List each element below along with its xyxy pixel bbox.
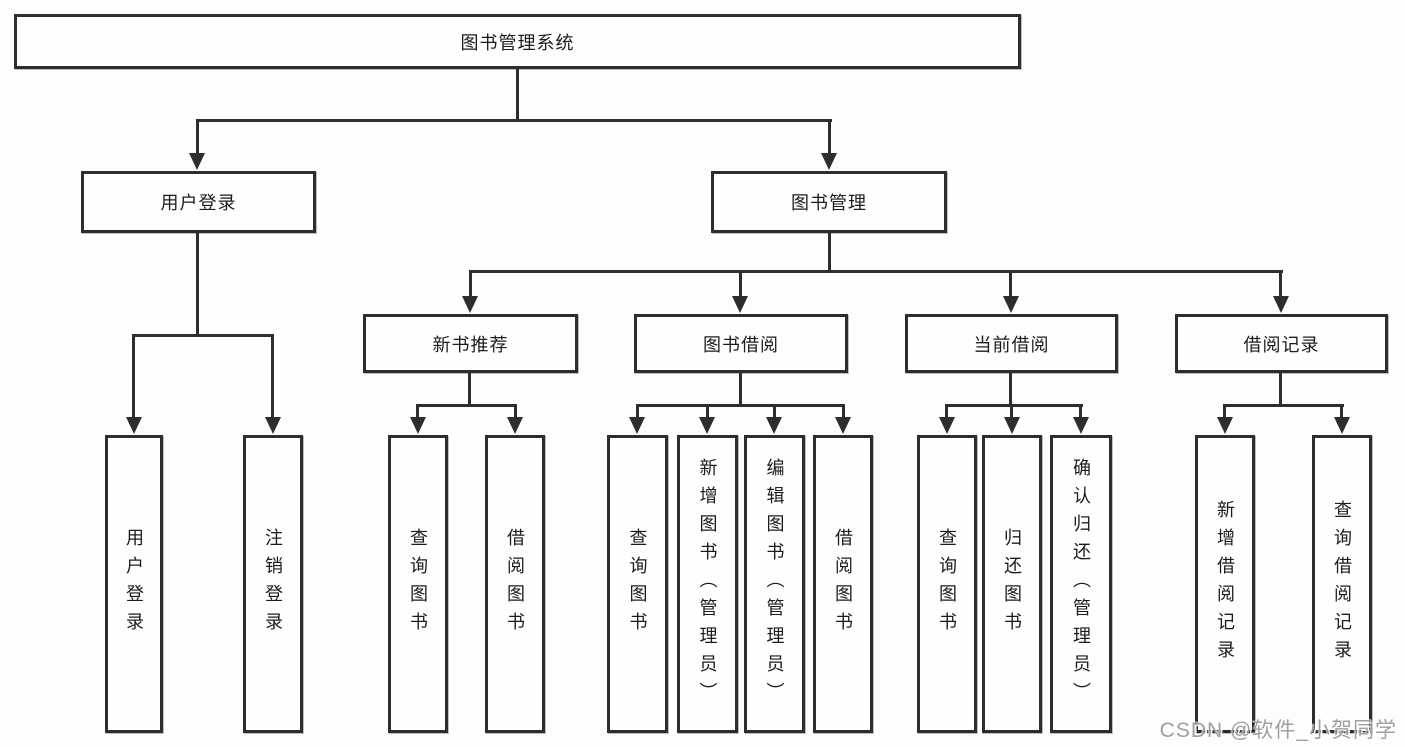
connector-book-management-stem	[828, 233, 831, 273]
arrowhead-leaf	[699, 417, 715, 434]
connector-root-split	[196, 119, 832, 122]
arrowhead-leaf	[766, 417, 782, 434]
connector-leaf	[1223, 404, 1226, 418]
connector-to-leaf-user-login	[132, 334, 135, 418]
connector-borrow-records-split	[1223, 404, 1344, 407]
arrowhead-new-book	[462, 296, 478, 313]
connector-borrow-records-stem	[1279, 373, 1282, 407]
arrowhead-leaf	[1334, 417, 1350, 434]
connector-current-borrow-split	[945, 404, 1083, 407]
node-user-login: 用户登录	[81, 171, 316, 233]
leaf-query-borrow-record: 查询借阅记录	[1312, 435, 1372, 733]
leaf-query-books-recommend: 查询图书	[388, 435, 448, 733]
leaf-user-login: 用户登录	[105, 435, 163, 733]
leaf-confirm-return-admin: 确认归还（管理员）	[1050, 435, 1112, 733]
arrowhead-leaf	[835, 417, 851, 434]
node-label: 借阅记录	[1243, 334, 1320, 355]
connector-leaf	[706, 404, 709, 418]
connector-book-management-split	[469, 270, 1283, 273]
connector-book-borrow-split	[636, 404, 845, 407]
connector-user-login-stem	[196, 233, 199, 337]
leaf-borrow-books-borrowing: 借阅图书	[813, 435, 873, 733]
connector-leaf	[514, 404, 517, 418]
leaf-label: 编辑图书（管理员）	[764, 458, 785, 710]
leaf-label: 归还图书	[1002, 528, 1022, 640]
connector-current-borrow-stem	[1009, 373, 1012, 407]
connector-new-book-stem	[468, 373, 471, 407]
leaf-label: 注销登录	[263, 528, 283, 640]
node-label: 图书借阅	[703, 334, 779, 355]
arrowhead-book-borrow	[732, 296, 748, 313]
arrowhead-user-login	[189, 153, 205, 170]
connector-leaf	[945, 404, 948, 418]
leaf-label: 查询借阅记录	[1332, 500, 1352, 668]
node-label: 用户登录	[160, 193, 237, 213]
connector-leaf	[842, 404, 845, 418]
node-borrowing-records: 借阅记录	[1175, 314, 1388, 373]
leaf-logout: 注销登录	[243, 435, 303, 733]
arrowhead-borrow-records	[1273, 296, 1289, 313]
arrowhead-leaf	[1217, 417, 1233, 434]
connector-leaf	[1079, 404, 1082, 418]
arrowhead-leaf	[1073, 417, 1089, 434]
leaf-label: 新增图书（管理员）	[697, 458, 718, 710]
leaf-label: 借阅图书	[505, 528, 525, 640]
leaf-label: 查询图书	[627, 528, 648, 640]
connector-book-borrow-stem	[739, 373, 742, 407]
connector-root-stem	[516, 69, 519, 121]
arrowhead-book-management	[821, 153, 837, 170]
leaf-query-books-borrowing: 查询图书	[607, 435, 668, 733]
node-new-book-recommendation: 新书推荐	[363, 314, 578, 373]
node-label: 图书管理	[791, 193, 867, 213]
connector-leaf	[773, 404, 776, 418]
connector-to-book-borrow	[739, 270, 742, 297]
node-book-borrowing: 图书借阅	[634, 314, 848, 373]
leaf-edit-books-admin: 编辑图书（管理员）	[744, 435, 805, 733]
connector-user-login-split	[132, 334, 274, 337]
arrowhead-leaf-user-login	[126, 417, 142, 434]
connector-leaf	[636, 404, 639, 418]
arrowhead-current-borrow	[1003, 296, 1019, 313]
leaf-label: 查询图书	[937, 528, 957, 640]
arrowhead-leaf-logout	[265, 417, 281, 434]
arrowhead-leaf	[410, 417, 426, 434]
leaf-label: 新增借阅记录	[1215, 500, 1235, 668]
connector-to-leaf-logout	[271, 334, 274, 418]
leaf-query-books-current: 查询图书	[917, 435, 977, 733]
connector-to-user-login	[196, 119, 199, 155]
leaf-add-books-admin: 新增图书（管理员）	[677, 435, 738, 733]
node-label: 图书管理系统	[460, 32, 575, 53]
connector-to-current-borrow	[1009, 270, 1012, 297]
node-label: 新书推荐	[432, 334, 509, 355]
connector-new-book-split	[416, 404, 517, 407]
leaf-label: 借阅图书	[833, 528, 853, 640]
leaf-label: 查询图书	[408, 528, 428, 640]
node-current-borrowing: 当前借阅	[905, 314, 1118, 373]
leaf-add-borrow-record: 新增借阅记录	[1195, 435, 1255, 733]
connector-leaf	[416, 404, 419, 418]
leaf-borrow-books-recommend: 借阅图书	[485, 435, 545, 733]
node-label: 当前借阅	[973, 334, 1050, 355]
arrowhead-leaf	[507, 417, 523, 434]
node-library-management-system: 图书管理系统	[14, 14, 1021, 69]
csdn-watermark: CSDN @软件_小贺同学	[1159, 719, 1397, 742]
connector-leaf	[1340, 404, 1343, 418]
leaf-label: 确认归还（管理员）	[1071, 458, 1091, 710]
arrowhead-leaf	[939, 417, 955, 434]
leaf-label: 用户登录	[124, 528, 144, 640]
connector-to-borrow-records	[1279, 270, 1282, 297]
connector-leaf	[1010, 404, 1013, 418]
connector-to-book-management	[828, 119, 831, 155]
arrowhead-leaf	[629, 417, 645, 434]
node-book-management: 图书管理	[711, 171, 947, 233]
arrowhead-leaf	[1004, 417, 1020, 434]
leaf-return-books: 归还图书	[982, 435, 1042, 733]
connector-to-new-book	[469, 270, 472, 297]
